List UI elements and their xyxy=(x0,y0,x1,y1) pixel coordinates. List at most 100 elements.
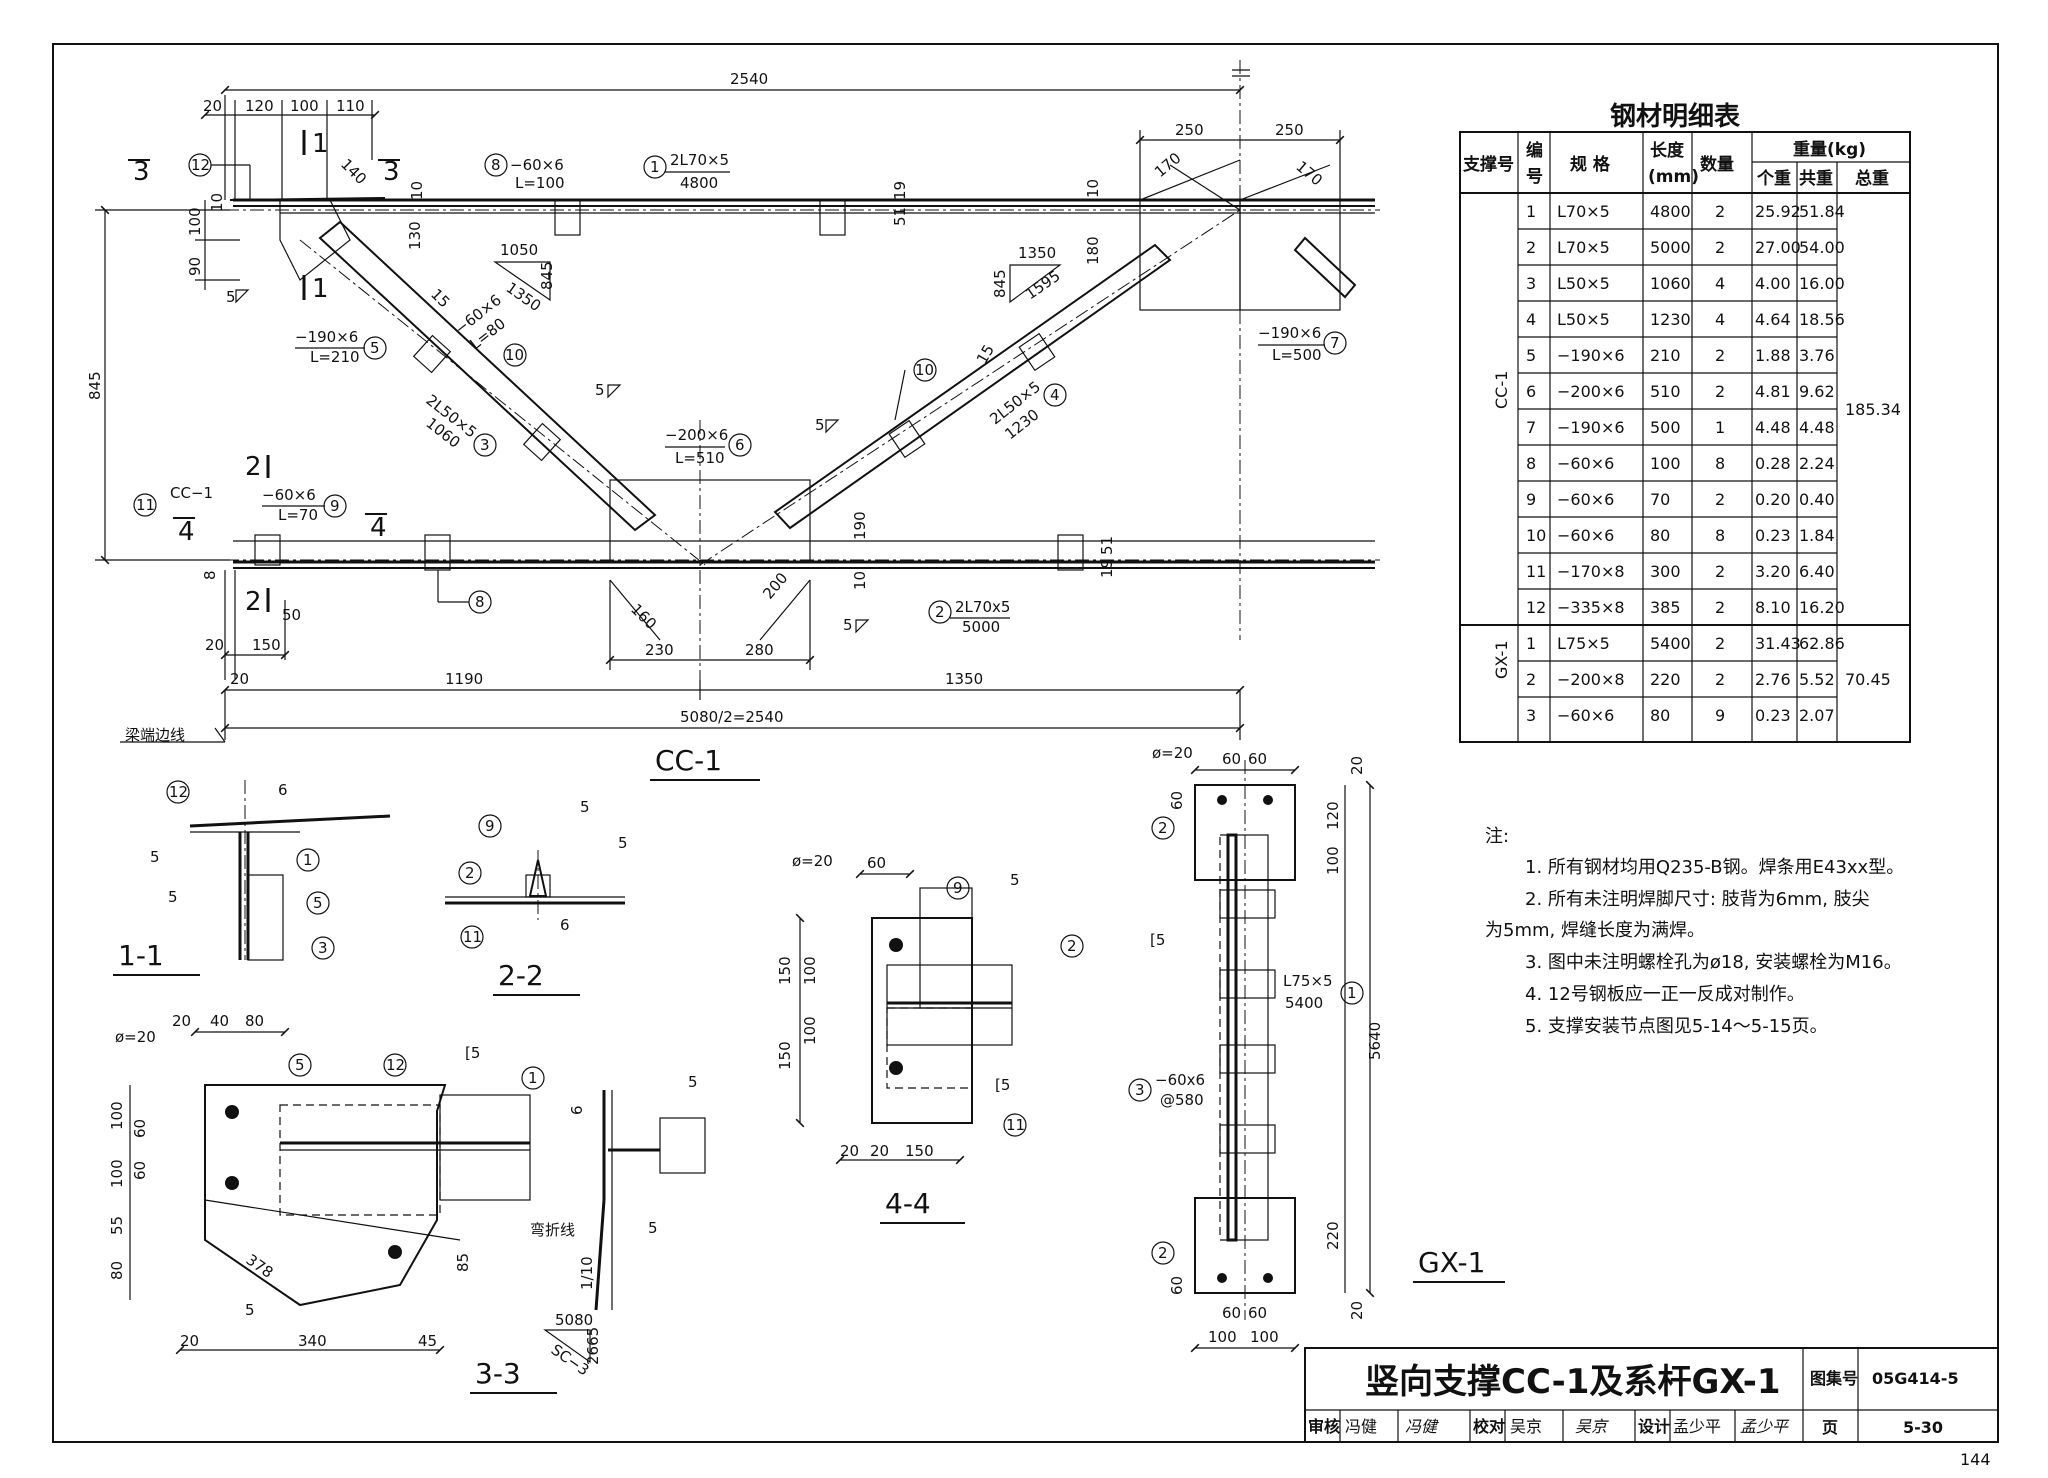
dim-130: 130 xyxy=(406,221,424,250)
table-cell-unit: 3.20 xyxy=(1755,562,1791,581)
table-cell-len: 80 xyxy=(1650,526,1670,545)
mark-8-spec: −60×6 xyxy=(510,156,564,174)
s33-d340: 340 xyxy=(298,1332,327,1350)
table-cell-qty: 2 xyxy=(1715,238,1725,257)
weld-5-s22: 5 xyxy=(580,798,590,816)
s44-d100a: 100 xyxy=(801,956,819,985)
mark-5-len: L=210 xyxy=(310,348,360,366)
table-cell-spec: L50×5 xyxy=(1557,310,1610,329)
design-signature: 孟少平 xyxy=(1740,1417,1790,1436)
balloon-2-s22: 2 xyxy=(465,864,475,882)
table-cell-len: 70 xyxy=(1650,490,1670,509)
balloon-10-left: 10 xyxy=(503,343,527,367)
dim-1350: 1350 xyxy=(945,670,983,688)
s44-d100b: 100 xyxy=(801,1016,819,1045)
table-cell-len: 500 xyxy=(1650,418,1681,437)
svg-text:8: 8 xyxy=(475,593,485,611)
s44-d150b: 150 xyxy=(776,1041,794,1070)
mark-2-len: 5000 xyxy=(962,618,1000,636)
gx-d220: 220 xyxy=(1324,1221,1342,1250)
gx-spec1: L75×5 xyxy=(1283,972,1333,990)
s44-d60: 60 xyxy=(867,854,886,872)
check-label: 校对 xyxy=(1473,1417,1505,1436)
section-1-1: 12 1 5 3 6 5 5 1-1 xyxy=(113,780,391,976)
table-cell-no: 1 xyxy=(1526,634,1536,653)
table-cell-len: 385 xyxy=(1650,598,1681,617)
dim-8: 8 xyxy=(201,570,219,580)
gx-d60c: 60 xyxy=(1168,791,1186,810)
table-group-name: GX-1 xyxy=(1492,640,1511,679)
mark-7-spec: −190×6 xyxy=(1258,324,1321,342)
table-cell-unit: 0.23 xyxy=(1755,706,1791,725)
table-cell-qty: 1 xyxy=(1715,418,1725,437)
gx-d20a: 20 xyxy=(1348,756,1366,775)
table-cell-qty: 2 xyxy=(1715,346,1725,365)
dim-170-left: 170 xyxy=(1151,149,1185,181)
balloon-6: 6 xyxy=(728,433,752,457)
cc1-elevation: 2540 20 120 100 110 250 250 170 170 140 … xyxy=(86,60,1380,781)
hdr-no-b: 号 xyxy=(1526,167,1543,187)
svg-text:10: 10 xyxy=(915,361,934,379)
svg-text:11: 11 xyxy=(136,496,155,514)
dim-170-right: 170 xyxy=(1292,157,1326,189)
weld-symbol: 5 xyxy=(815,416,825,434)
balloon-11: 11 xyxy=(133,493,157,517)
notes-heading: 注: xyxy=(1485,826,1509,847)
svg-text:6: 6 xyxy=(735,436,745,454)
table-cell-len: 220 xyxy=(1650,670,1681,689)
table-cell-sum: 6.40 xyxy=(1799,562,1835,581)
atlas-no: 05G414-5 xyxy=(1872,1369,1959,1388)
view-title-2-2: 2-2 xyxy=(498,959,544,992)
balloon-12-s33: 12 xyxy=(386,1056,405,1074)
dim-20: 20 xyxy=(203,97,222,115)
mark-7-len: L=500 xyxy=(1272,346,1322,364)
sec-mark-1-bottom: 1 xyxy=(312,274,329,304)
dim-top-2540: 2540 xyxy=(730,70,768,88)
beam-edge-label: 梁端边线 xyxy=(125,726,185,744)
review-label: 审核 xyxy=(1308,1417,1340,1436)
s33-d55: 55 xyxy=(108,1216,126,1235)
s33-d80b: 80 xyxy=(108,1261,126,1280)
table-cell-spec: −60×6 xyxy=(1557,454,1614,473)
material-table: 钢材明细表 支撑号 编 号 规 格 长度 (mm) 数量 重量(kg) 个重 共… xyxy=(1459,101,1911,743)
gx-d120: 120 xyxy=(1324,801,1342,830)
weld-6-s22: 6 xyxy=(560,916,570,934)
gx1-elevation: 2 2 1 3 L75×5 5400 −60x6 @580 [5 ø=20 60… xyxy=(1128,744,1505,1353)
table-cell-spec: −170×8 xyxy=(1557,562,1625,581)
balloon-4: 4 xyxy=(1043,383,1067,407)
balloon-9-s22: 9 xyxy=(485,817,495,835)
dim-280: 280 xyxy=(745,641,774,659)
s44-d150c: 150 xyxy=(905,1142,934,1160)
table-cell-qty: 4 xyxy=(1715,274,1725,293)
table-cell-qty: 8 xyxy=(1715,454,1725,473)
dim-250-left: 250 xyxy=(1175,121,1204,139)
dim-100: 100 xyxy=(290,97,319,115)
s44-weld5: 5 xyxy=(1010,871,1020,889)
note-5: 5. 支撑安装节点图见5-14～5-15页。 xyxy=(1525,1016,1828,1037)
note-2b: 为5mm, 焊缝长度为满焊。 xyxy=(1485,920,1705,941)
s33-d85: 85 xyxy=(454,1253,472,1272)
section-4-4: 9 2 11 ø=20 60 150 100 100 150 20 20 150… xyxy=(776,852,1084,1224)
s44-phi20: ø=20 xyxy=(792,852,833,870)
sec-mark-4-left: 4 xyxy=(178,517,195,547)
s33-d20: 20 xyxy=(172,1012,191,1030)
s33-slope-b: 2665 xyxy=(584,1327,602,1365)
atlas-label: 图集号 xyxy=(1810,1369,1858,1388)
svg-text:3: 3 xyxy=(480,436,490,454)
table-cell-unit: 25.92 xyxy=(1755,202,1801,221)
s33-d100b: 100 xyxy=(108,1159,126,1188)
table-cell-sum: 1.84 xyxy=(1799,526,1835,545)
s33-d20b: 20 xyxy=(180,1332,199,1350)
table-cell-spec: −60×6 xyxy=(1557,706,1614,725)
gx-d60f: 60 xyxy=(1248,1304,1267,1322)
slope2-c: 1595 xyxy=(1022,267,1064,304)
weld-5-s11: 5 xyxy=(150,848,160,866)
check-name: 吴京 xyxy=(1510,1417,1542,1436)
table-cell-len: 1060 xyxy=(1650,274,1691,293)
gx-d60d: 60 xyxy=(1168,1276,1186,1295)
table-cell-len: 4800 xyxy=(1650,202,1691,221)
dim-160: 160 xyxy=(627,600,660,633)
svg-text:1: 1 xyxy=(650,158,660,176)
gx-d60e: 60 xyxy=(1222,1304,1241,1322)
table-cell-no: 12 xyxy=(1526,598,1546,617)
